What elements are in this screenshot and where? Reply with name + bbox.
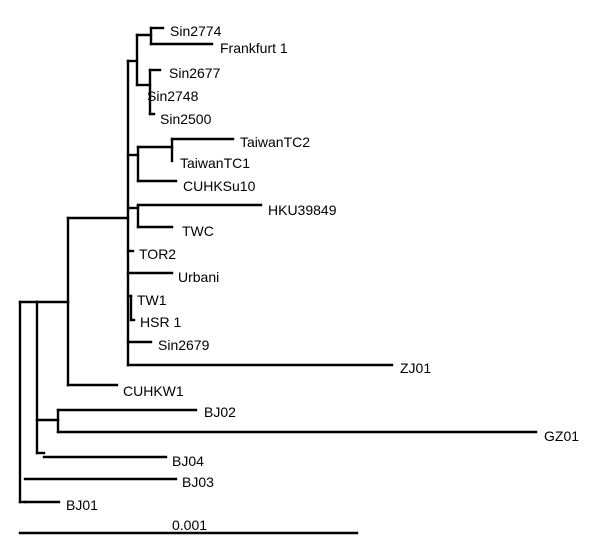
scale-bar-label: 0.001 — [172, 517, 207, 533]
leaf-label-sin2500: Sin2500 — [160, 111, 212, 127]
leaf-label-cuhksu10: CUHKSu10 — [183, 178, 256, 194]
leaf-label-sin2774: Sin2774 — [170, 23, 222, 39]
leaf-label-hku39849: HKU39849 — [268, 202, 337, 218]
leaf-label-zj01: ZJ01 — [400, 360, 431, 376]
leaf-label-gz01: GZ01 — [544, 428, 579, 444]
leaf-label-tor2: TOR2 — [139, 246, 176, 262]
tree-branches — [18, 26, 538, 504]
leaf-label-bj03: BJ03 — [182, 474, 214, 490]
leaf-label-sin2748: Sin2748 — [147, 88, 199, 104]
leaf-label-taiwantc1: TaiwanTC1 — [180, 155, 250, 171]
leaf-label-taiwantc2: TaiwanTC2 — [240, 134, 310, 150]
leaf-label-hsr-1: HSR 1 — [140, 314, 181, 330]
leaf-label-frankfurt-1: Frankfurt 1 — [220, 40, 288, 56]
leaf-label-tw1: TW1 — [137, 292, 167, 308]
leaf-label-sin2679: Sin2679 — [158, 337, 210, 353]
leaf-label-cuhkw1: CUHKW1 — [123, 383, 184, 399]
leaf-label-twc: TWC — [182, 223, 214, 239]
scale-bar: 0.001 — [18, 517, 359, 535]
leaf-label-sin2677: Sin2677 — [169, 65, 221, 81]
leaf-label-urbani: Urbani — [178, 269, 219, 285]
leaf-label-bj01: BJ01 — [66, 497, 98, 513]
leaf-label-bj04: BJ04 — [172, 453, 204, 469]
leaf-label-bj02: BJ02 — [204, 404, 236, 420]
leaf-labels: Sin2774 Frankfurt 1 Sin2677 Sin2748 Sin2… — [66, 23, 579, 513]
